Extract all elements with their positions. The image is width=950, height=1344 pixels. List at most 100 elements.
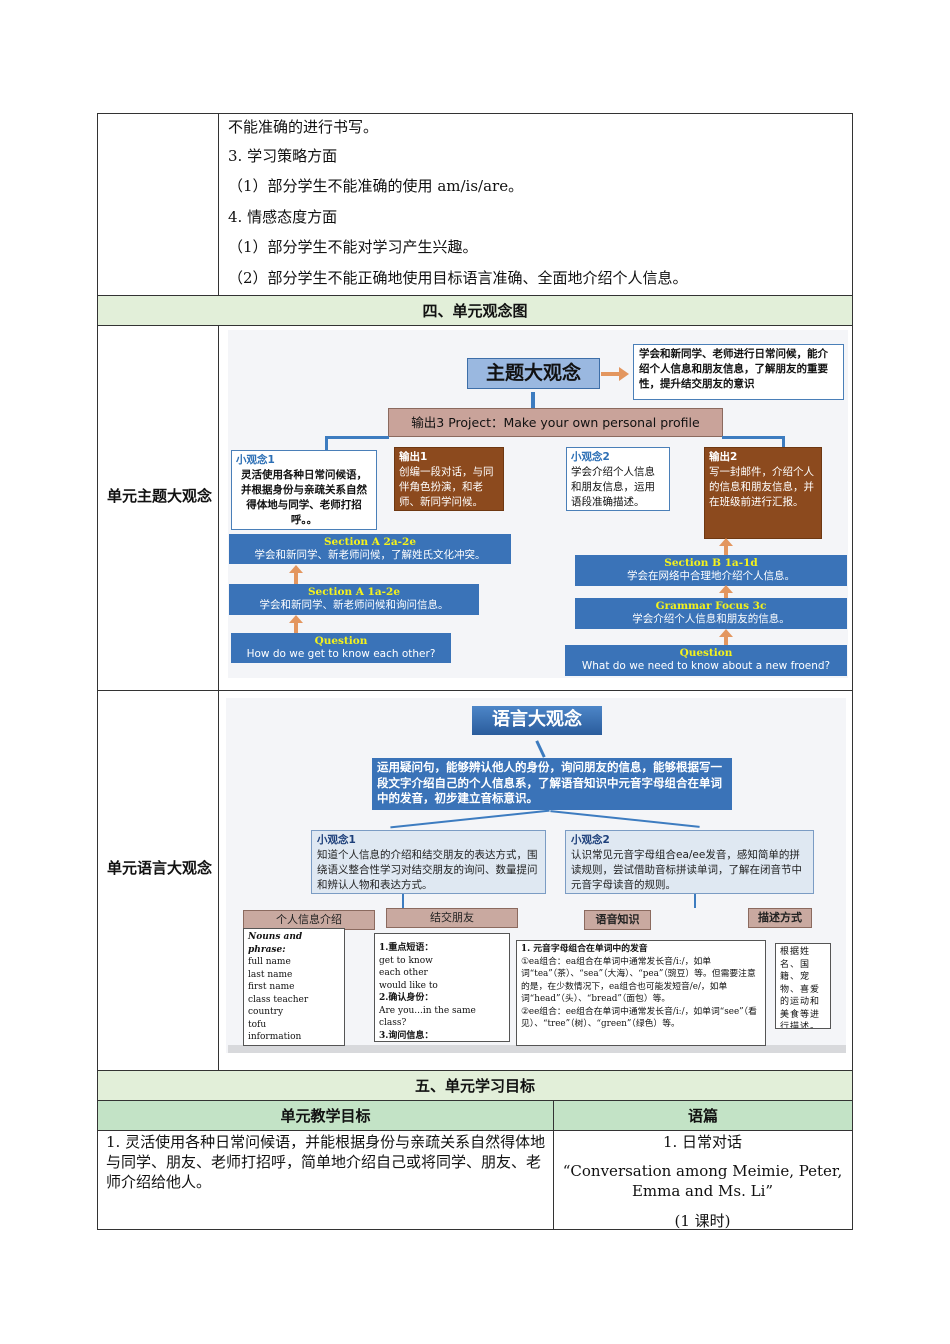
idea1-text: 知道个人信息的介绍和结交朋友的表达方式，围绕语义整合性学习对结交朋友的询问、数量… (317, 849, 538, 891)
table-border (553, 1100, 554, 1230)
table-border (97, 113, 853, 114)
step-text: 学会在网络中合理地介绍个人信息。 (627, 570, 795, 582)
text-item: “Conversation among Meimie, Peter, Emma … (562, 1162, 843, 1200)
list-line: first name (248, 982, 295, 992)
idea2-text: 学会介绍个人信息和朋友信息，运用语段准确描述。 (571, 466, 655, 508)
list-line: Are you...in the same class? (379, 1005, 476, 1029)
arrow-up-icon (719, 538, 733, 555)
list-line: ①ea组合：ea组合在单词中通常发长音/iː/，如单词“tea”（茶）、“sea… (521, 956, 756, 1005)
table-border (97, 1130, 853, 1131)
list-line: country (248, 1007, 284, 1017)
text-line: 3. 学习策略方面 (228, 147, 338, 165)
goal-text: 1. 灵活使用各种日常问候语，并能根据身份与亲疏关系自然得体地与同学、朋友、老师… (106, 1133, 546, 1191)
text-line: （1）部分学生不能准确的使用 am/is/are。 (228, 177, 524, 195)
connector (325, 436, 389, 439)
list-line: Nouns and phrase: (248, 932, 303, 955)
lang-idea1-box: 小观念1 知道个人信息的介绍和结交朋友的表达方式，围绕语义整合性学习对结交朋友的询… (311, 830, 546, 894)
output2-text: 写一封邮件，介绍个人的信息和朋友信息，并在班级前进行汇报。 (709, 466, 814, 508)
section-header: 五、单元学习目标 (98, 1071, 852, 1100)
diagram-footer (228, 1045, 846, 1053)
list-line: tofu (248, 1019, 267, 1030)
connector (694, 894, 696, 908)
list-line: 2.确认身份： (379, 993, 434, 1003)
arrow-right-icon (601, 372, 621, 376)
table-border (97, 113, 98, 1230)
output2-title: 输出2 (709, 451, 738, 463)
table-border (852, 113, 853, 1230)
tag-description: 描述方式 (748, 908, 812, 928)
idea2-box: 小观念2 学会介绍个人信息和朋友信息，运用语段准确描述。 (566, 447, 670, 511)
text-line: 4. 情感态度方面 (228, 208, 338, 226)
list-line: each other (379, 968, 428, 978)
arrow-up-icon (289, 615, 303, 634)
language-main-desc: 运用疑问句，能够辨认他人的身份，询问朋友的信息，能够根据写一段文字介绍自己的个人… (372, 758, 732, 810)
table-border (97, 690, 853, 691)
connector (531, 392, 535, 408)
idea1-title: 小观念1 (317, 834, 356, 846)
arrow-up-icon (719, 585, 733, 598)
step-title: Grammar Focus 3c (655, 600, 767, 612)
table-border (97, 325, 853, 326)
lang-idea2-box: 小观念2 认识常见元音字母组合ea/ee发音，感知简单的拼读规则，尝试借助音标拼读… (565, 830, 814, 894)
table-border (218, 325, 219, 1070)
idea1-title: 小观念1 (236, 454, 275, 466)
row-label: 单元主题大观念 (107, 487, 213, 505)
vocab-box: Nouns and phrase: full name last name first… (243, 928, 345, 1046)
step-text: 学会介绍个人信息和朋友的信息。 (632, 613, 790, 625)
table-border (97, 1229, 853, 1230)
text-list: 1. 日常对话 “Conversation among Meimie, Pete… (560, 1132, 845, 1231)
idea2-text: 认识常见元音字母组合ea/ee发音，感知简单的拼读规则，尝试借助音标拼读单词，了… (571, 849, 802, 891)
list-line: would like to (379, 980, 438, 991)
output1-title: 输出1 (399, 451, 428, 463)
output2-box: 输出2 写一封邮件，介绍个人的信息和朋友信息，并在班级前进行汇报。 (704, 447, 822, 539)
step-text: How do we get to know each other? (246, 648, 436, 660)
output3-box: 输出3 Project：Make your own personal profi… (388, 408, 723, 437)
column-header: 语篇 (554, 1101, 852, 1130)
connector (722, 436, 784, 439)
text-item: 1. 日常对话 (662, 1133, 743, 1151)
tag-make-friends: 结交朋友 (386, 908, 518, 928)
idea2-title: 小观念2 (571, 451, 610, 463)
output1-box: 输出1 创编一段对话，与同伴角色扮演，和老师、新同学问候。 (394, 447, 504, 511)
list-line: 1.重点短语： (379, 943, 434, 953)
step-text: 学会和新同学、新老师问候，了解姓氏文化冲突。 (254, 549, 486, 561)
phonics-box: 1. 元音字母组合在单词中的发音 ①ea组合：ea组合在单词中通常发长音/iː/，… (516, 940, 766, 1046)
connector (325, 436, 328, 450)
idea2-title: 小观念2 (571, 834, 610, 846)
arrow-up-icon (719, 629, 733, 646)
arrow-head-icon (619, 367, 629, 381)
list-line: 1. 元音字母组合在单词中的发音 (521, 944, 648, 954)
output1-text: 创编一段对话，与同伴角色扮演，和老师、新同学问候。 (399, 466, 494, 508)
table-border (218, 113, 219, 295)
step-text: What do we need to know about a new froe… (581, 660, 831, 672)
text-line: （1）部分学生不能对学习产生兴趣。 (228, 238, 478, 256)
theme-main-box: 主题大观念 (467, 358, 600, 389)
arrow-up-icon (289, 565, 303, 584)
row-label: 单元语言大观念 (107, 859, 213, 877)
list-line: information (248, 1032, 302, 1042)
table-border (97, 1070, 853, 1071)
idea1-text: 灵活使用各种日常问候语，并根据身份与亲疏关系自然得体地与同学、老师打招呼。。 (241, 469, 367, 526)
description-box: 根据姓名、国籍、宠物、喜爱的运动和美食等进行描述。 (775, 943, 831, 1029)
idea1-box: 小观念1 灵活使用各种日常问候语，并根据身份与亲疏关系自然得体地与同学、老师打招呼… (231, 450, 377, 530)
connector (782, 436, 785, 450)
text-line: 不能准确的进行书写。 (228, 118, 379, 136)
step-title: Section A 2a-2e (323, 536, 417, 548)
list-line: ②ee组合：ee组合在单词中通常发长音/iː/，如单词“see”（看见）、“tr… (521, 1006, 757, 1030)
list-line: last name (248, 969, 293, 980)
table-border (97, 295, 853, 296)
list-line: 3.询问信息： (379, 1030, 434, 1041)
step-title: Section B 1a-1d (664, 557, 758, 569)
list-line: class teacher (248, 994, 309, 1005)
step-title: Section A 1a-2e (307, 586, 401, 598)
language-main-box: 语言大观念 (472, 706, 602, 735)
list-line: full name (248, 957, 291, 967)
theme-main-desc: 学会和新同学、老师进行日常问候，能介绍个人信息和朋友信息，了解朋友的重要性，提升… (633, 344, 844, 400)
